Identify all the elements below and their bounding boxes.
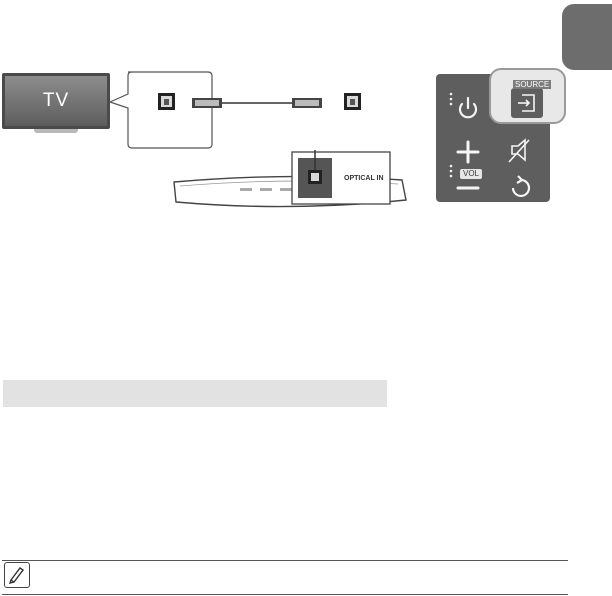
section-heading-band <box>3 380 387 407</box>
volume-label: VOL <box>460 169 483 179</box>
remote-buttons <box>449 92 531 197</box>
optical-cable-diagram <box>108 71 361 149</box>
section-tab <box>562 4 612 70</box>
mute-icon <box>508 138 530 163</box>
source-label: SOURCE <box>513 80 552 89</box>
plus-icon <box>456 140 480 164</box>
tv-stand <box>34 129 78 133</box>
tv-label: TV <box>42 90 70 111</box>
source-button[interactable] <box>489 68 566 124</box>
repeat-icon <box>511 175 531 197</box>
optical-port-icon <box>344 93 361 110</box>
optical-port-icon <box>308 170 322 184</box>
source-input-icon <box>518 94 535 112</box>
note-divider-top <box>2 560 568 561</box>
tv-icon: TV <box>2 73 110 129</box>
soundbar-diagram: OPTICAL IN <box>173 150 407 208</box>
optical-cable-icon <box>192 98 322 108</box>
optical-in-label: OPTICAL IN <box>344 175 384 182</box>
power-icon <box>458 96 478 119</box>
note-divider-bottom <box>2 594 568 595</box>
optical-port-icon <box>158 93 175 110</box>
note-pencil-icon <box>4 562 30 588</box>
